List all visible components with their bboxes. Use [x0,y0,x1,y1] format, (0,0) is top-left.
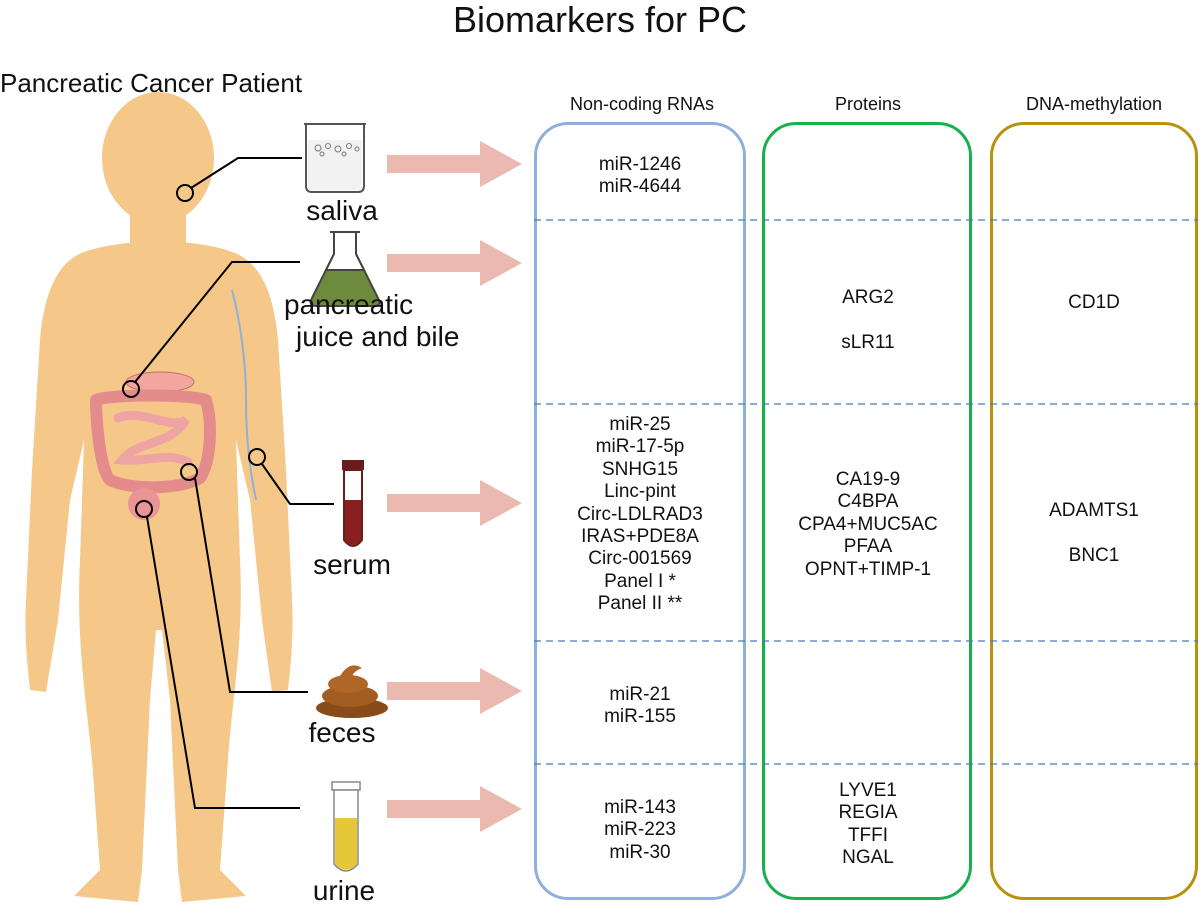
blood-tube-icon [342,460,364,547]
cell-saliva-ncrna: miR-1246 miR-4644 [538,154,742,199]
biomarker-item: LYVE1 [839,780,897,801]
source-label-juice-line2: juice and bile [296,321,460,352]
biomarker-item: miR-21 [609,684,671,705]
cell-feces-ncrna: miR-21 miR-155 [538,684,742,729]
source-label-feces: feces [308,717,376,748]
biomarker-item: BNC1 [1068,544,1120,566]
biomarker-item: REGIA [838,802,898,824]
row-dividers [534,219,1198,765]
beaker-icon [304,123,366,193]
marker-circle [180,463,198,481]
proteins-column-frame [762,122,972,900]
biomarker-item: Circ-LDLRAD3 [577,503,703,525]
cell-juice-proteins: ARG2 sLR11 [766,287,970,354]
biomarker-item: TFFI [847,824,889,846]
biomarker-item: Panel I * [604,570,676,592]
biomarker-item: CD1D [1068,292,1120,313]
arrow [387,240,522,286]
body-markers [122,184,266,518]
biomarker-item: miR-25 [609,414,671,435]
column-header-proteins: Proteins [834,94,902,114]
ncrna-column-frame [534,122,746,900]
biomarker-item: PFAA [843,536,893,558]
arrow [387,668,522,714]
methylation-column-frame [990,122,1198,900]
biomarker-item: ADAMTS1 [1049,500,1139,521]
juice-connector [134,261,300,383]
feces-connector [194,477,308,693]
column-header-ncrna: Non-coding RNAs [569,94,715,114]
marker-circle [248,448,266,466]
arrow [387,141,522,187]
biomarker-item: IRAS+PDE8A [581,525,699,547]
source-label-serum: serum [313,549,391,580]
cell-serum-proteins: CA19-9 C4BPA CPA4+MUC5AC PFAA OPNT+TIMP-… [766,469,970,581]
biomarker-item: SNHG15 [601,458,679,480]
biomarker-item: CA19-9 [835,469,901,490]
cell-juice-methylation: CD1D [992,292,1196,314]
biomarker-item: OPNT+TIMP-1 [804,558,932,580]
biomarker-item: NGAL [842,847,894,869]
biomarker-item: miR-17-5p [595,436,685,458]
biomarker-item: ARG2 [842,287,894,308]
biomarker-item: miR-143 [604,797,676,818]
connector-lines [134,157,334,809]
biomarker-item: sLR11 [841,331,895,353]
biomarker-item: Circ-001569 [588,548,692,570]
biomarker-item: CPA4+MUC5AC [798,513,938,535]
saliva-connector [190,157,302,189]
biomarker-item: miR-1246 [598,154,682,175]
marker-circle [122,380,140,398]
marker-circle [176,184,194,202]
cell-urine-ncrna: miR-143 miR-223 miR-30 [538,797,742,864]
biomarker-item: C4BPA [837,491,899,513]
biomarker-item: Panel II ** [597,593,683,615]
biomarker-item: miR-223 [604,819,676,841]
cell-serum-ncrna: miR-25 miR-17-5p SNHG15 Linc-pint Circ-L… [538,414,742,616]
urine-tube-icon [331,781,361,872]
cell-urine-proteins: LYVE1 REGIA TFFI NGAL [766,780,970,870]
source-label-saliva: saliva [306,195,378,226]
biomarker-item: Linc-pint [604,481,676,503]
source-label-juice-line1: pancreatic [284,289,414,320]
arrow [387,786,522,832]
serum-connector [261,463,334,505]
flask-icon [309,231,381,307]
biomarker-item: miR-30 [609,841,671,863]
urine-connector [146,516,300,809]
arrows [387,141,522,832]
diagram-title: Biomarkers for PC [452,0,748,40]
human-body-silhouette [25,92,293,902]
column-header-methylation: DNA-methylation [1025,94,1163,114]
vein-line [231,289,257,501]
biomarker-item: miR-155 [604,706,676,728]
biomarker-spacer [766,309,970,331]
biomarker-item: miR-4644 [598,176,682,198]
cell-serum-methylation: ADAMTS1 BNC1 [992,500,1196,567]
arrow [387,480,522,526]
feces-icon [316,665,388,718]
biomarker-spacer [992,522,1196,544]
marker-circle [135,500,153,518]
source-label-urine: urine [312,875,376,906]
